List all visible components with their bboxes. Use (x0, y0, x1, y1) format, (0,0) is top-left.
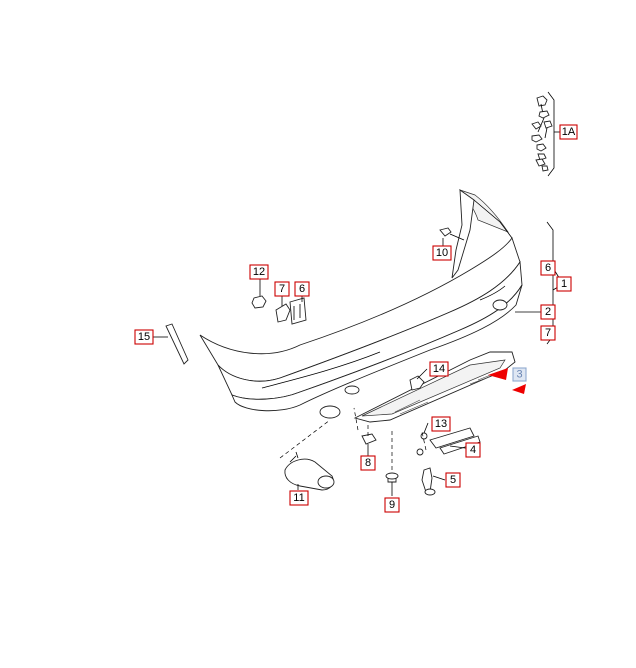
svg-text:14: 14 (433, 363, 445, 375)
callout-4[interactable]: 4 (465, 442, 481, 458)
callout-3[interactable]: 3 (512, 367, 527, 382)
clip-bolt-drawing (361, 433, 399, 496)
callout-11[interactable]: 11 (289, 490, 309, 506)
svg-text:13: 13 (435, 418, 447, 430)
svg-text:12: 12 (253, 266, 265, 278)
bumper-cover-drawing (199, 189, 523, 419)
callout-13[interactable]: 13 (431, 416, 451, 432)
lower-bracket-drawing (416, 427, 481, 496)
svg-text:10: 10 (436, 247, 448, 259)
callout-7-right[interactable]: 7 (540, 325, 556, 341)
callout-15[interactable]: 15 (134, 329, 154, 345)
direction-arrows (488, 368, 526, 394)
svg-text:4: 4 (470, 444, 476, 456)
svg-text:9: 9 (389, 499, 395, 511)
callout-9[interactable]: 9 (384, 497, 400, 513)
red-arrow-lower (512, 384, 526, 394)
callout-12[interactable]: 12 (249, 264, 269, 280)
svg-text:3: 3 (516, 369, 522, 381)
svg-text:1A: 1A (562, 126, 576, 138)
callout-5[interactable]: 5 (445, 472, 461, 488)
hardware-set-drawing (531, 91, 560, 177)
svg-text:5: 5 (450, 474, 456, 486)
svg-text:8: 8 (365, 457, 371, 469)
callout-7-left[interactable]: 7 (274, 281, 290, 297)
callout-6-right[interactable]: 6 (540, 260, 556, 276)
callout-1A[interactable]: 1A (559, 124, 578, 140)
svg-text:11: 11 (293, 492, 304, 504)
svg-text:7: 7 (545, 327, 551, 339)
callout-6-left[interactable]: 6 (294, 281, 310, 297)
svg-text:6: 6 (545, 262, 551, 274)
red-arrow-upper (488, 368, 508, 380)
exhaust-tip-drawing (284, 451, 335, 491)
diffuser-drawing (353, 351, 516, 423)
svg-text:15: 15 (138, 331, 150, 343)
svg-text:2: 2 (545, 306, 551, 318)
trim-strip-drawing (165, 323, 189, 365)
svg-text:7: 7 (279, 283, 285, 295)
svg-text:6: 6 (299, 283, 305, 295)
callout-10[interactable]: 10 (432, 245, 452, 261)
bolt-drawing (439, 227, 465, 241)
mounting-parts-drawing (251, 295, 307, 325)
callout-14[interactable]: 14 (429, 361, 449, 377)
callout-1[interactable]: 1 (556, 276, 572, 292)
callout-8[interactable]: 8 (360, 455, 376, 471)
svg-text:1: 1 (561, 278, 567, 290)
callout-2[interactable]: 2 (540, 304, 556, 320)
